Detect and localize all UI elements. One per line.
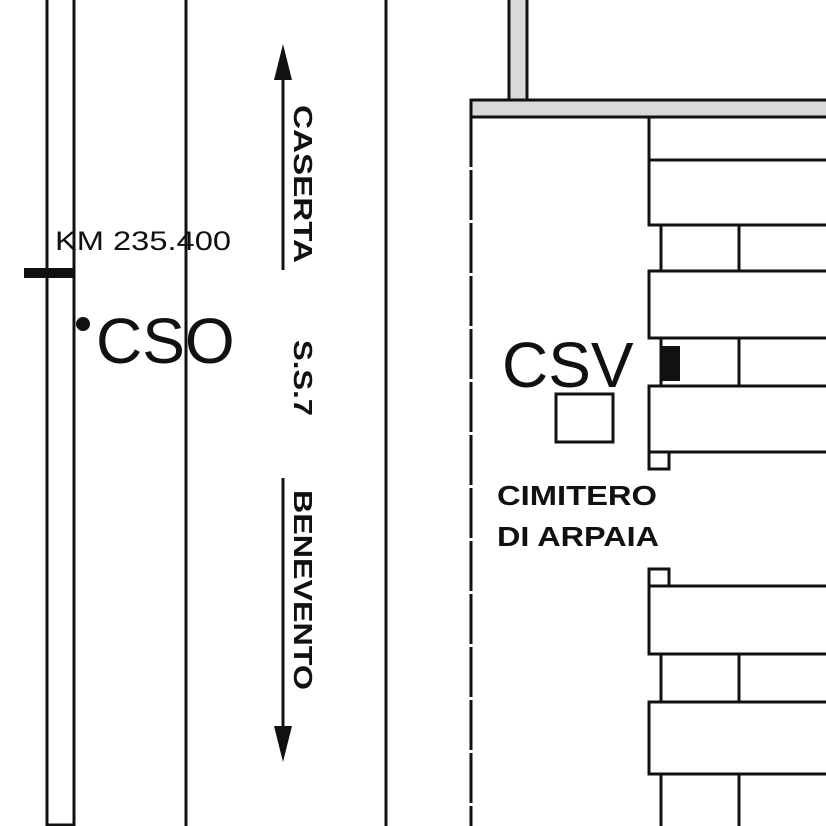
road-name: S.S.7 <box>288 340 318 416</box>
csv-label: CSV <box>502 329 634 401</box>
arrow-down-icon <box>274 726 292 762</box>
direction-caserta: CASERTA <box>288 105 318 263</box>
direction-benevento: BENEVENTO <box>288 490 318 690</box>
csv-marker <box>660 346 680 381</box>
arrow-up-icon <box>274 44 292 80</box>
cemetery-label-line2: DI ARPAIA <box>497 521 659 552</box>
cemetery-buildings <box>647 117 826 826</box>
cso-point <box>76 317 90 331</box>
cso-label: CSO <box>96 305 235 377</box>
access-road-vertical <box>507 0 529 103</box>
cemetery-label-line1: CIMITERO <box>497 480 657 511</box>
km-marker-bar <box>24 268 74 278</box>
cemetery-square <box>554 392 615 444</box>
railway-strip <box>45 0 76 826</box>
access-road-horizontal <box>469 98 826 119</box>
km-marker-label: KM 235.400 <box>55 226 231 256</box>
